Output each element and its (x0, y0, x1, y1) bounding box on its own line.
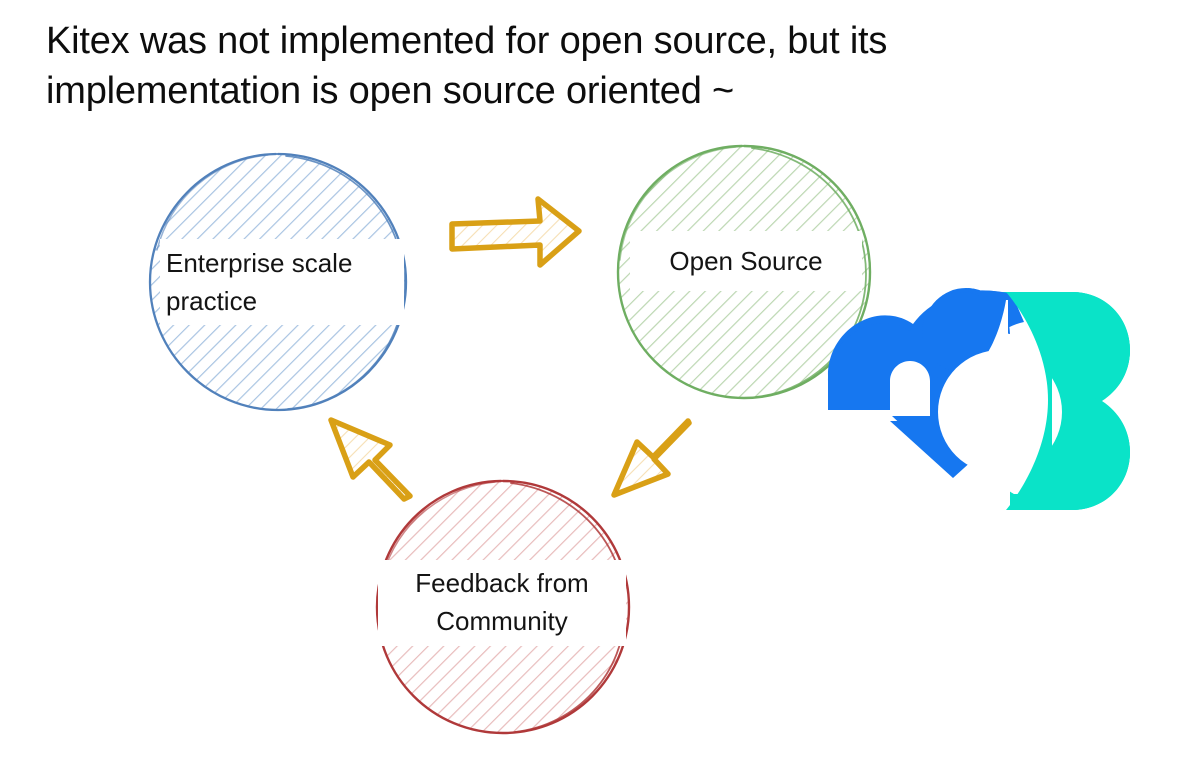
feedback-from-community-label: Feedback from Community (378, 560, 626, 646)
enterprise-scale-practice-label: Enterprise scale practice (160, 239, 404, 325)
arrow-up-left-icon (328, 417, 413, 502)
arrow-right-icon (449, 196, 582, 268)
arrow-down-left-icon (611, 418, 692, 498)
open-source-label: Open Source (630, 231, 862, 291)
page-title: Kitex was not implemented for open sourc… (46, 20, 898, 112)
cloud-arrow-logo (828, 288, 1130, 510)
